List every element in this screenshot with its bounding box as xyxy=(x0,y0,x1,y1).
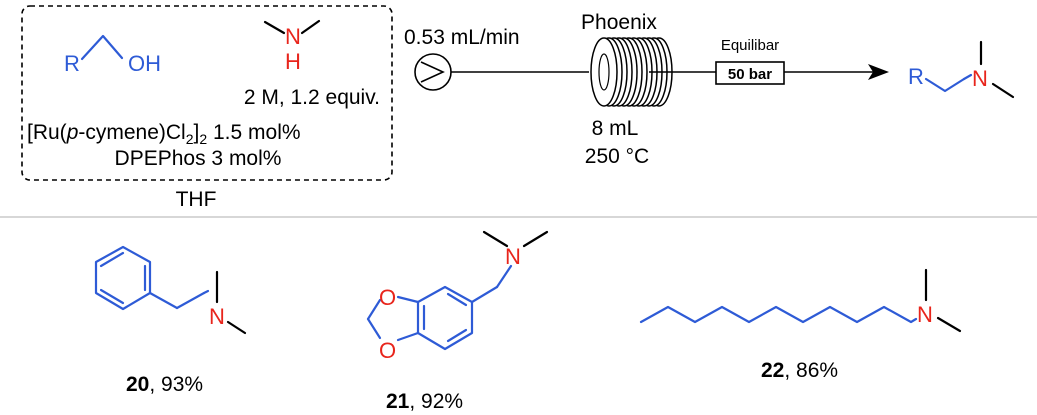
temperature-text: 250 °C xyxy=(585,145,649,168)
alcohol-r-label: R xyxy=(64,51,80,76)
flow-rate-text: 0.53 mL/min xyxy=(404,26,520,49)
alcohol-structure: R OH xyxy=(64,34,161,76)
catalyst-text: [Ru(p-cymene)Cl2]2 1.5 mol% xyxy=(27,121,301,147)
reactor-volume-text: 8 mL xyxy=(592,117,639,140)
pressure-text: 50 bar xyxy=(728,66,772,83)
reactor-name-text: Phoenix xyxy=(581,11,657,34)
ligand-text: DPEPhos 3 mol% xyxy=(115,147,282,170)
product-21-o1-label: O xyxy=(379,285,396,310)
solvent-text: THF xyxy=(176,188,217,211)
bpr-box xyxy=(715,61,785,85)
product-21-label: 21, 92% xyxy=(386,390,463,413)
amine-n-label: N xyxy=(285,24,301,49)
dimethylamine-structure: N H xyxy=(263,19,321,74)
product-structure: R N xyxy=(908,40,1015,99)
product-22-label: 22, 86% xyxy=(761,359,838,382)
product-22-n-label: N xyxy=(917,302,933,327)
product-21-n-label: N xyxy=(505,244,521,269)
reagent-box xyxy=(21,5,393,181)
coil-core xyxy=(598,53,610,91)
product-22-structure: N xyxy=(639,268,962,333)
product-20-structure: N xyxy=(94,245,247,335)
pump-icon xyxy=(414,53,452,91)
product-20-label: 20, 93% xyxy=(126,373,203,396)
product-21-o2-label: O xyxy=(379,338,396,363)
bpr-name-text: Equilibar xyxy=(721,37,779,54)
coil-loop xyxy=(590,37,618,107)
product-r-label: R xyxy=(908,64,924,89)
amine-conc-text: 2 M, 1.2 equiv. xyxy=(244,86,380,109)
alcohol-oh-label: OH xyxy=(128,51,161,76)
amine-h-label: H xyxy=(285,49,301,74)
product-20-n-label: N xyxy=(209,304,225,329)
arrow-head-icon xyxy=(868,64,889,80)
product-21-structure: N xyxy=(366,230,549,351)
product-n-label: N xyxy=(972,66,988,91)
